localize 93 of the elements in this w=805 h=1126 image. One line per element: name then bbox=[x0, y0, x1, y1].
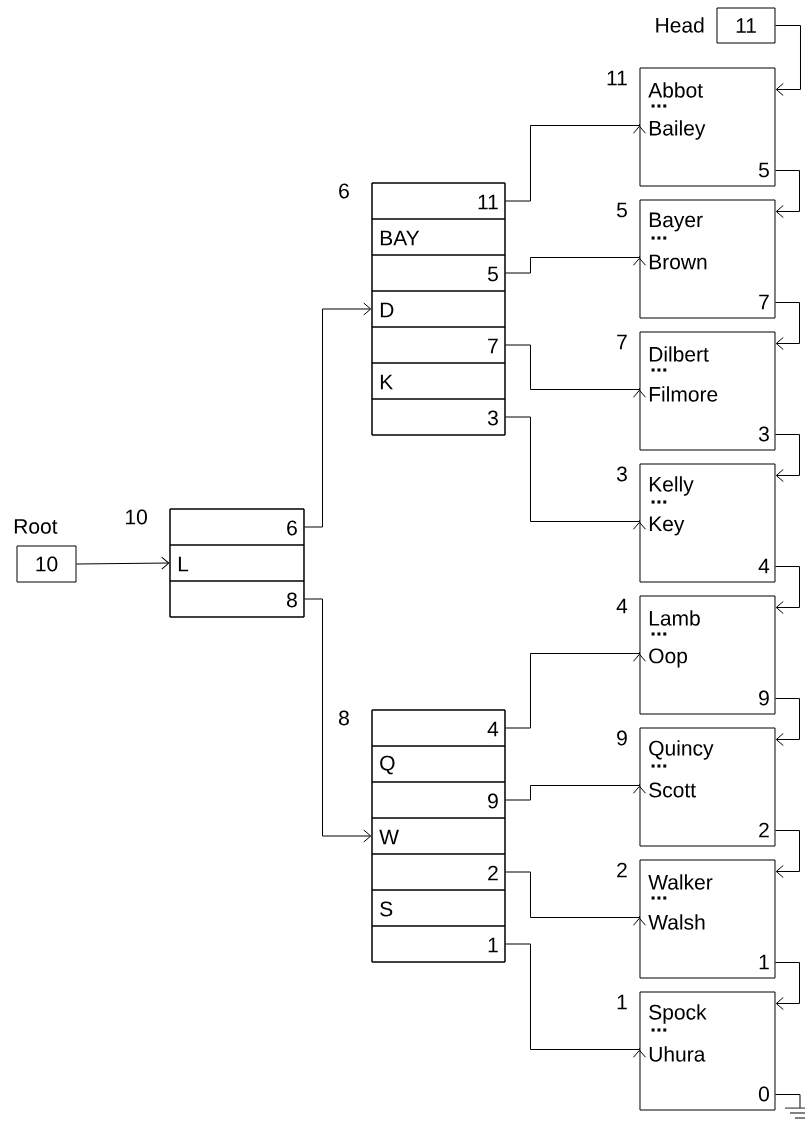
node-label: 3 bbox=[758, 426, 769, 442]
key-cell: BAY bbox=[371, 218, 506, 256]
key-cell: D bbox=[371, 290, 506, 328]
leaf-box: Kelly ... Key 4 bbox=[639, 463, 776, 583]
node-label: Abbot bbox=[648, 82, 703, 98]
pointer-cell: 9 bbox=[371, 781, 506, 819]
key-cell: K bbox=[371, 362, 506, 400]
node-label: Walker bbox=[648, 874, 713, 890]
node-label: ... bbox=[651, 896, 667, 900]
ground-symbol bbox=[784, 1107, 805, 1119]
node-label: Kelly bbox=[649, 476, 694, 496]
key-cell: S bbox=[371, 889, 506, 927]
node-number: 3 bbox=[616, 466, 627, 482]
node-label: 5 bbox=[758, 162, 769, 178]
pointer-cell: 7 bbox=[371, 326, 506, 364]
leaf-box: Spock ... Uhura 0 bbox=[639, 991, 776, 1111]
node-label: Lamb bbox=[649, 610, 700, 626]
arrow bbox=[775, 830, 800, 878]
leaf-box: Lamb ... Oop 9 bbox=[639, 595, 776, 715]
arrow bbox=[775, 25, 801, 96]
node-label: ... bbox=[651, 236, 667, 240]
node-label: ... bbox=[651, 1028, 667, 1032]
arrow bbox=[775, 1094, 801, 1109]
node-label: ... bbox=[651, 764, 667, 768]
pointer-cell: 4 bbox=[371, 709, 506, 747]
pointer-cell: 11 bbox=[371, 182, 506, 220]
arrow bbox=[505, 123, 646, 202]
node-number: 8 bbox=[339, 710, 349, 726]
arrow bbox=[775, 566, 800, 614]
pointer-name: Root bbox=[14, 519, 58, 534]
node-label: ... bbox=[651, 500, 667, 504]
node-label: Bayer bbox=[649, 212, 703, 232]
pointer-cell: 5 bbox=[371, 254, 506, 292]
arrow bbox=[775, 434, 800, 482]
arrow bbox=[505, 255, 646, 274]
arrow bbox=[775, 698, 800, 746]
leaf-box: Quincy ... Scott 2 bbox=[639, 727, 776, 847]
node-number: 10 bbox=[126, 509, 147, 525]
arrow bbox=[775, 302, 800, 350]
arrow bbox=[505, 344, 646, 398]
leaf-box: Abbot ... Bailey 5 bbox=[639, 67, 776, 187]
node-label: 7 bbox=[759, 294, 769, 310]
pointer-cell: 8 bbox=[169, 580, 305, 618]
leaf-box: Bayer ... Brown 7 bbox=[639, 199, 776, 319]
node-number: 6 bbox=[339, 183, 349, 199]
key-cell: L bbox=[169, 544, 305, 582]
arrow bbox=[505, 871, 646, 926]
pointer-cell: 3 bbox=[371, 398, 506, 436]
leaf-box: Dilbert ... Filmore 3 bbox=[639, 331, 776, 451]
key-cell: Q bbox=[371, 745, 506, 783]
key-cell: W bbox=[371, 817, 506, 855]
arrow bbox=[775, 170, 800, 218]
pointer-box: 10 bbox=[16, 545, 77, 583]
node-number: 11 bbox=[607, 70, 627, 86]
node-label: Spock bbox=[649, 1004, 707, 1024]
leaf-box: Walker ... Walsh 1 bbox=[639, 859, 776, 979]
node-number: 9 bbox=[617, 730, 627, 746]
node-label: Quincy bbox=[649, 740, 714, 760]
node-label: 9 bbox=[759, 690, 769, 706]
node-label: Uhura bbox=[649, 1046, 706, 1062]
node-number: 1 bbox=[617, 994, 627, 1010]
pointer-cell: 6 bbox=[169, 508, 305, 546]
node-label: Walsh bbox=[648, 914, 705, 930]
node-label: 1 bbox=[759, 954, 769, 970]
node-label: ... bbox=[651, 368, 667, 372]
pointer-box: 11 bbox=[716, 7, 776, 44]
node-label: ... bbox=[651, 632, 667, 636]
node-label: Dilbert bbox=[649, 346, 709, 362]
node-label: 2 bbox=[759, 822, 769, 838]
node-label: Brown bbox=[649, 254, 707, 270]
arrow bbox=[505, 416, 646, 530]
node-label: Scott bbox=[649, 782, 696, 798]
arrow bbox=[304, 598, 372, 843]
arrow bbox=[505, 943, 646, 1058]
node-number: 7 bbox=[617, 334, 627, 350]
node-number: 2 bbox=[617, 862, 627, 878]
arrow bbox=[505, 783, 646, 801]
arrow bbox=[775, 962, 800, 1010]
node-label: 0 bbox=[758, 1086, 769, 1102]
arrow bbox=[505, 651, 646, 729]
arrow bbox=[76, 556, 170, 570]
node-label: Oop bbox=[649, 648, 687, 668]
arrow bbox=[304, 302, 372, 528]
node-number: 5 bbox=[616, 202, 627, 218]
pointer-name: Head bbox=[656, 17, 704, 33]
node-label: 4 bbox=[758, 558, 770, 574]
node-label: ... bbox=[651, 104, 667, 108]
pointer-cell: 2 bbox=[371, 853, 506, 891]
node-label: Filmore bbox=[649, 386, 718, 402]
node-label: Bailey bbox=[649, 120, 706, 140]
pointer-cell: 1 bbox=[371, 925, 506, 963]
node-label: Key bbox=[649, 516, 685, 536]
node-number: 4 bbox=[616, 598, 628, 614]
